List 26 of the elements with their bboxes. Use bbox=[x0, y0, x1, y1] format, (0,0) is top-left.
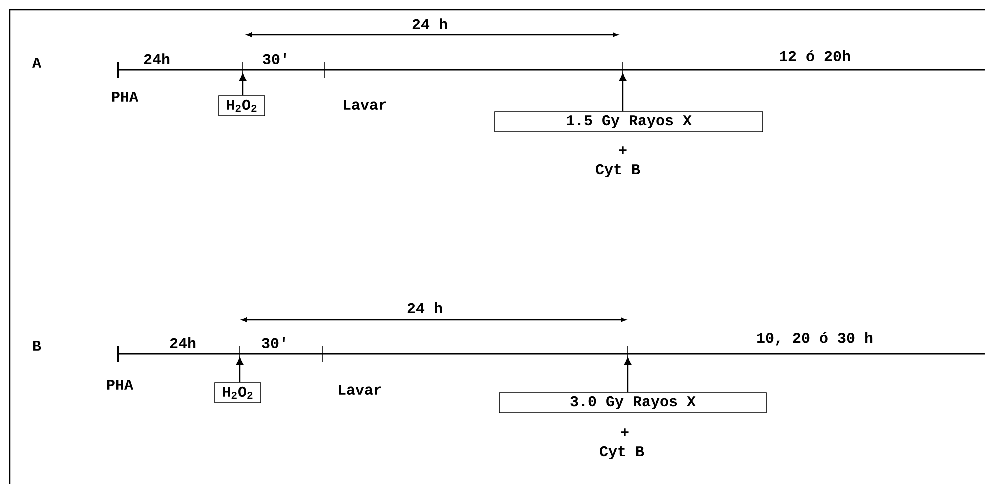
arrow bbox=[620, 74, 626, 112]
arrow bbox=[236, 358, 244, 383]
arrow bbox=[240, 74, 246, 96]
note: + bbox=[621, 428, 629, 436]
label: 24 h bbox=[408, 302, 442, 314]
note: Cyt B bbox=[596, 164, 640, 178]
label: 24h bbox=[170, 338, 196, 348]
label: PHA bbox=[108, 380, 134, 390]
label: 30' bbox=[262, 337, 285, 349]
label-box: H$_{2}$O$_{2}$ bbox=[214, 382, 262, 404]
label: Lavar bbox=[344, 100, 386, 110]
note: Cyt B bbox=[600, 446, 644, 460]
note: + bbox=[619, 146, 627, 154]
arrow bbox=[624, 358, 632, 393]
label: A bbox=[32, 58, 42, 68]
label: B bbox=[34, 341, 42, 351]
label: Lavar bbox=[339, 384, 382, 395]
label: PHA bbox=[112, 92, 138, 102]
label-box: 1.5 Gy Rayos X bbox=[494, 112, 764, 132]
label: 24 h bbox=[412, 18, 448, 30]
label-box: H$_{2}$O$_{2}$ bbox=[218, 96, 266, 116]
label: 30' bbox=[263, 53, 286, 65]
label: 24h bbox=[144, 54, 170, 64]
label: 10, 20 ó 30 h bbox=[758, 332, 873, 346]
label-box: 3.0 Gy Rayos X bbox=[499, 392, 767, 414]
label: 12 ó 20h bbox=[780, 50, 850, 62]
